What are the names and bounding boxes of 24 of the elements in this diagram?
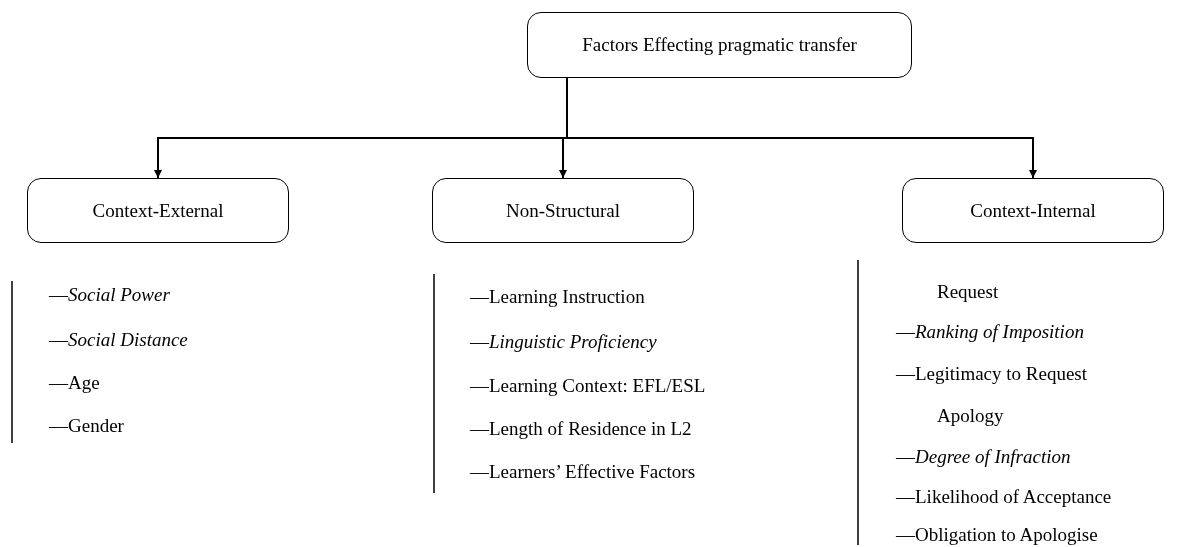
title-box bbox=[527, 12, 912, 78]
list-item: —Learners’ Effective Factors bbox=[470, 460, 696, 484]
list-heading: Apology bbox=[937, 404, 1004, 428]
box-label: Context-Internal bbox=[970, 199, 1096, 222]
list-item: —Linguistic Proficiency bbox=[470, 330, 657, 354]
box-label: Non-Structural bbox=[506, 199, 620, 222]
category-box bbox=[432, 178, 694, 243]
list-item: —Social Distance bbox=[49, 328, 188, 352]
list-item: —Obligation to Apologise bbox=[896, 523, 1098, 547]
list-item: —Degree of Infraction bbox=[896, 445, 1071, 469]
list-item: —Ranking of Imposition bbox=[896, 320, 1084, 344]
list-item: —Social Power bbox=[49, 283, 170, 307]
list-item: —Legitimacy to Request bbox=[896, 362, 1087, 386]
list-item: —Length of Residence in L2 bbox=[470, 417, 692, 441]
list-item: —Age bbox=[49, 371, 100, 395]
list-item: —Gender bbox=[49, 414, 124, 438]
box-label: Context-External bbox=[92, 199, 224, 222]
box-label: Factors Effecting pragmatic transfer bbox=[582, 34, 857, 56]
category-box bbox=[902, 178, 1164, 243]
category-box bbox=[27, 178, 289, 243]
list-item: —Likelihood of Acceptance bbox=[896, 485, 1112, 509]
list-item: —Learning Context: EFL/ESL bbox=[470, 374, 706, 398]
list-heading: Request bbox=[937, 280, 999, 304]
list-item: —Learning Instruction bbox=[470, 285, 645, 309]
